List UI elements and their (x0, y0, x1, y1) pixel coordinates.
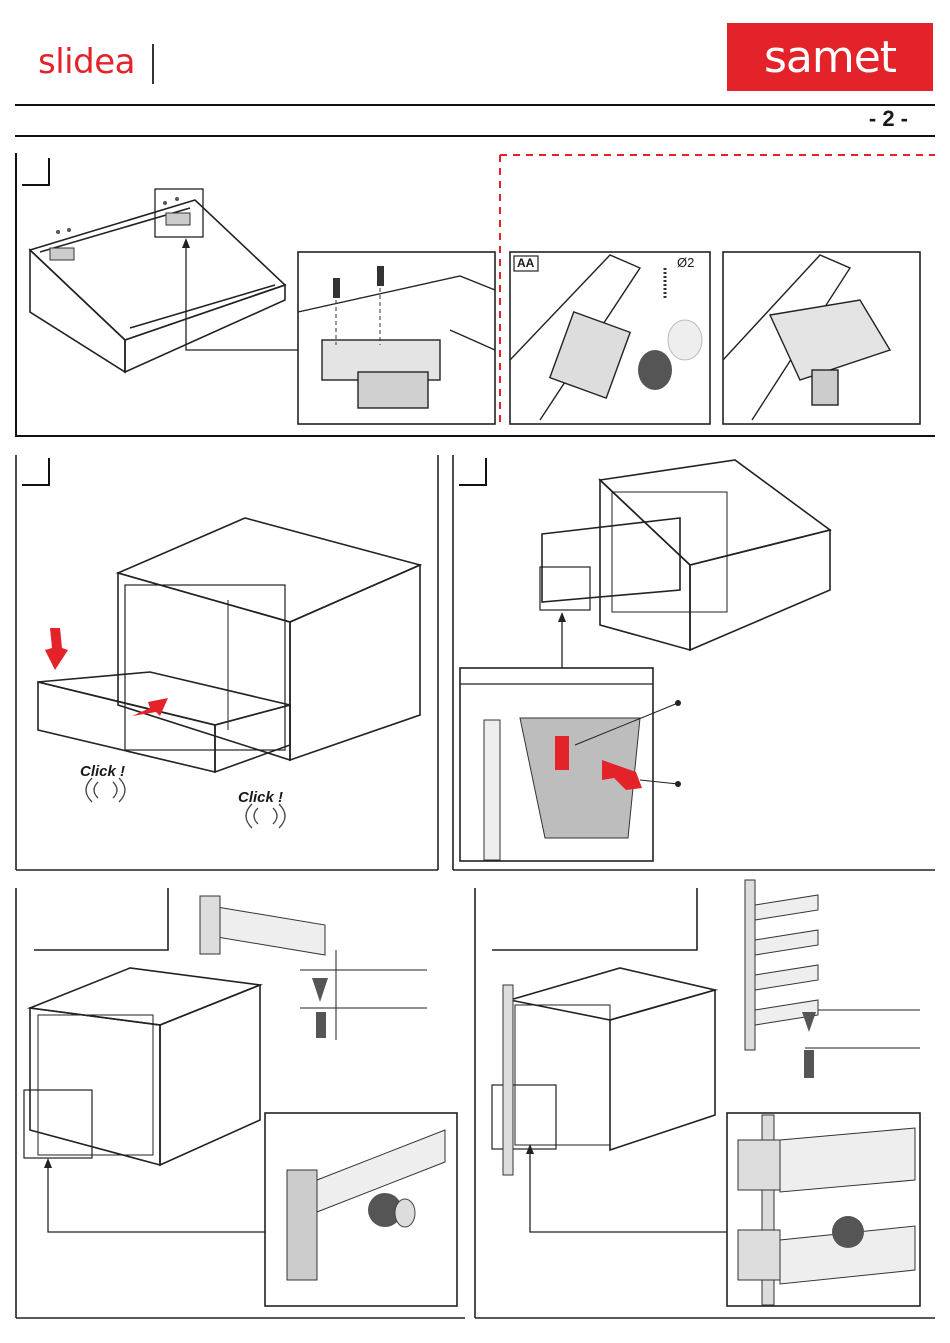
drill-diameter-label: Ø2 (677, 255, 694, 270)
click-label-1: Click ! (80, 763, 125, 780)
step-box-3 (459, 458, 487, 486)
detail-label-aa: AA (517, 256, 534, 270)
click-label-2: Click ! (238, 789, 283, 806)
step-box-2 (22, 458, 50, 486)
